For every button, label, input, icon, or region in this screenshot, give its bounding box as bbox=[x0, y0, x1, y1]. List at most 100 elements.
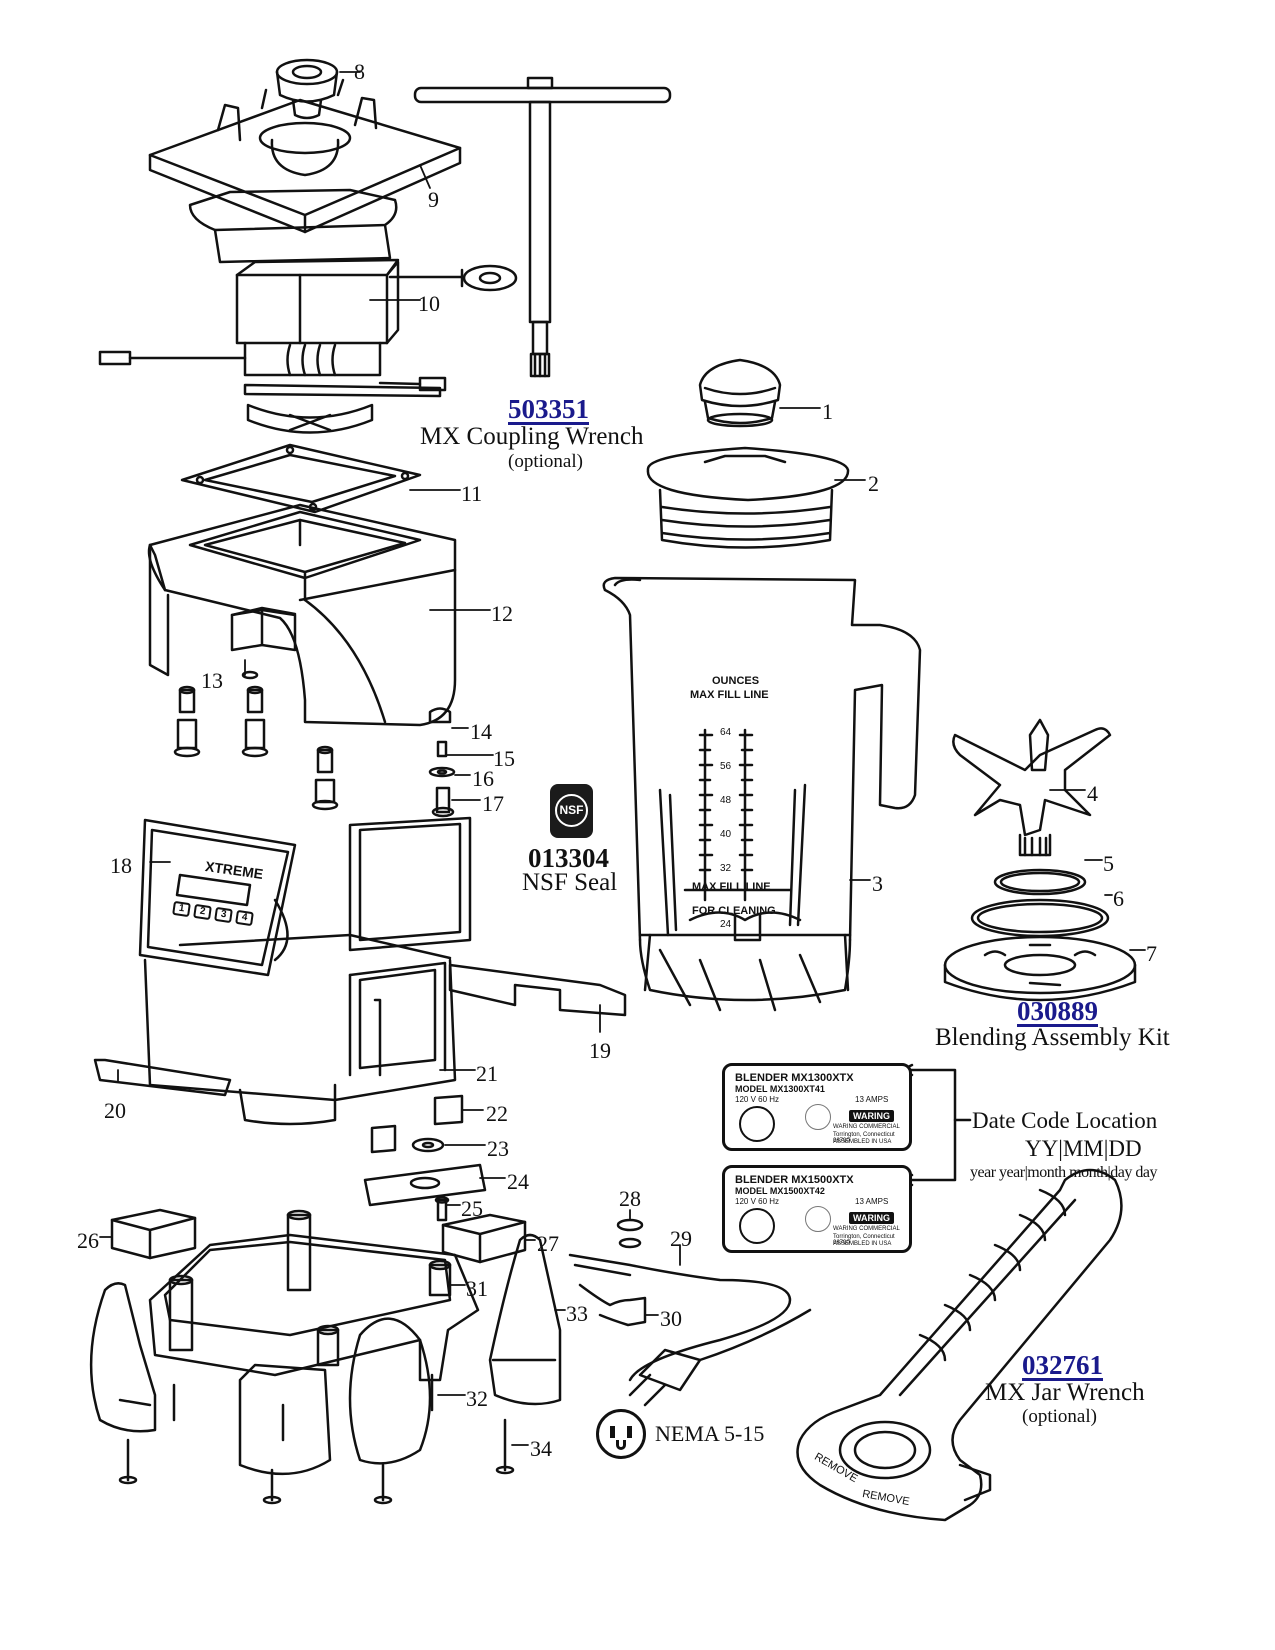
callout-6: 6 bbox=[1113, 886, 1124, 911]
nsf-seal-part-number: 013304 bbox=[528, 843, 609, 873]
callout-26: 26 bbox=[77, 1228, 99, 1253]
coupling-wrench-note: (optional) bbox=[508, 451, 583, 472]
plate-assembled: ASSEMBLED IN USA bbox=[833, 1139, 892, 1145]
nsf-seal-name: NSF Seal bbox=[522, 869, 618, 896]
callout-22: 22 bbox=[486, 1101, 508, 1126]
date-code-format: YY|MM|DD bbox=[1025, 1136, 1142, 1161]
callout-31: 31 bbox=[466, 1276, 488, 1301]
plate-brand: WARING bbox=[849, 1212, 894, 1224]
callout-27: 27 bbox=[537, 1231, 559, 1256]
plate-address: Torrington, Connecticut 06790 bbox=[833, 1234, 895, 1246]
callout-2: 2 bbox=[868, 471, 879, 496]
callout-3: 3 bbox=[872, 871, 883, 896]
jar-for-cleaning-label: FOR CLEANING bbox=[692, 905, 776, 917]
callout-7: 7 bbox=[1146, 941, 1157, 966]
callout-33: 33 bbox=[566, 1301, 588, 1326]
plate-line-1: BLENDER MX1300XTX bbox=[735, 1072, 854, 1084]
panel-key-1: 1 bbox=[172, 900, 191, 918]
jar-scale-40: 40 bbox=[720, 829, 732, 840]
plate-address: Torrington, Connecticut 06790 bbox=[833, 1132, 895, 1144]
callout-11: 11 bbox=[461, 481, 483, 506]
jar-wrench-note: (optional) bbox=[1022, 1406, 1097, 1427]
nsf-badge-text: NSF bbox=[559, 803, 584, 817]
part-18-control-panel bbox=[138, 818, 297, 977]
nsf-seal-badge: NSF bbox=[550, 784, 593, 838]
certification-mark-icon bbox=[739, 1208, 775, 1244]
plate-line-3: 120 V 60 Hz bbox=[735, 1095, 780, 1104]
part-10-motor bbox=[98, 188, 518, 434]
panel-key-2: 2 bbox=[193, 903, 212, 921]
plate-amps: 13 AMPS bbox=[855, 1095, 889, 1104]
nema-outlet-icon bbox=[596, 1409, 646, 1459]
plate-line-1: BLENDER MX1500XTX bbox=[735, 1174, 854, 1186]
part-3-jar bbox=[602, 576, 922, 1012]
callout-4: 4 bbox=[1087, 781, 1098, 806]
panel-key-3: 3 bbox=[214, 906, 233, 924]
part-4-blade bbox=[952, 718, 1112, 857]
panel-key-4: 4 bbox=[235, 909, 254, 927]
blending-assembly-name: Blending Assembly Kit bbox=[935, 1024, 1170, 1051]
callout-1: 1 bbox=[822, 399, 833, 424]
callout-10: 10 bbox=[418, 291, 440, 316]
part-11-gasket bbox=[180, 443, 422, 514]
part-31-base bbox=[148, 1209, 480, 1382]
housing-feet bbox=[173, 670, 339, 811]
date-code-words: year year|month month|day day bbox=[970, 1164, 1157, 1181]
plate-company: WARING COMMERCIAL bbox=[833, 1124, 900, 1130]
callout-34: 34 bbox=[530, 1436, 552, 1461]
plate-company: WARING COMMERCIAL bbox=[833, 1226, 900, 1232]
parts-14-17 bbox=[428, 707, 456, 818]
callout-5: 5 bbox=[1103, 851, 1114, 876]
date-code-leader bbox=[900, 1063, 972, 1187]
callout-24: 24 bbox=[507, 1169, 529, 1194]
callout-8: 8 bbox=[354, 59, 365, 84]
part-2-lid bbox=[646, 446, 850, 549]
callout-18: 18 bbox=[110, 853, 132, 878]
jar-max-fill-cleaning-label: MAX FILL LINE bbox=[692, 881, 771, 893]
jar-scale-24: 24 bbox=[720, 919, 732, 930]
jar-wrench-name: MX Jar Wrench bbox=[985, 1379, 1145, 1406]
callout-19: 19 bbox=[589, 1038, 611, 1063]
date-code-title: Date Code Location bbox=[972, 1108, 1158, 1133]
parts-26-27-blocks bbox=[110, 1208, 527, 1264]
part-1-lid-plug bbox=[698, 358, 782, 428]
callout-17: 17 bbox=[482, 791, 504, 816]
blending-assembly-part-number: 030889 bbox=[1017, 996, 1098, 1026]
callout-9: 9 bbox=[428, 187, 439, 212]
plate-line-2: MODEL MX1300XT41 bbox=[735, 1084, 825, 1094]
hologram-circle-icon bbox=[805, 1104, 831, 1130]
part-9-motor-pad bbox=[148, 78, 462, 234]
callout-12: 12 bbox=[491, 601, 513, 626]
callout-20: 20 bbox=[104, 1098, 126, 1123]
rating-plate-mx1300: BLENDER MX1300XTX MODEL MX1300XT41 120 V… bbox=[722, 1063, 912, 1151]
plate-line-2: MODEL MX1500XT42 bbox=[735, 1186, 825, 1196]
callout-15: 15 bbox=[493, 746, 515, 771]
parts-5-7-rings bbox=[943, 868, 1137, 1002]
plate-assembled: ASSEMBLED IN USA bbox=[833, 1241, 892, 1247]
part-12-housing-top bbox=[147, 503, 457, 727]
hologram-circle-icon bbox=[805, 1206, 831, 1232]
jar-scale-64: 64 bbox=[720, 727, 732, 738]
callout-13: 13 bbox=[201, 668, 223, 693]
callout-28: 28 bbox=[619, 1186, 641, 1211]
part-20-21-base-housing bbox=[93, 816, 472, 1126]
certification-mark-icon bbox=[739, 1106, 775, 1142]
coupling-wrench-name: MX Coupling Wrench bbox=[420, 423, 644, 450]
jar-scale-48: 48 bbox=[720, 795, 732, 806]
parts-22-25 bbox=[363, 1094, 487, 1222]
jar-scale-32: 32 bbox=[720, 863, 732, 874]
nema-label: NEMA 5-15 bbox=[655, 1421, 765, 1446]
legs bbox=[89, 1233, 562, 1505]
plate-amps: 13 AMPS bbox=[855, 1197, 889, 1206]
callout-25: 25 bbox=[461, 1196, 483, 1221]
plate-brand: WARING bbox=[849, 1110, 894, 1122]
callout-29: 29 bbox=[670, 1226, 692, 1251]
callout-14: 14 bbox=[470, 719, 492, 744]
part-19-bracket bbox=[448, 963, 627, 1017]
callout-32: 32 bbox=[466, 1386, 488, 1411]
jar-wrench-part-number: 032761 bbox=[1022, 1350, 1103, 1380]
rating-plate-mx1500: BLENDER MX1500XTX MODEL MX1500XT42 120 V… bbox=[722, 1165, 912, 1253]
part-13-switch bbox=[230, 606, 297, 652]
